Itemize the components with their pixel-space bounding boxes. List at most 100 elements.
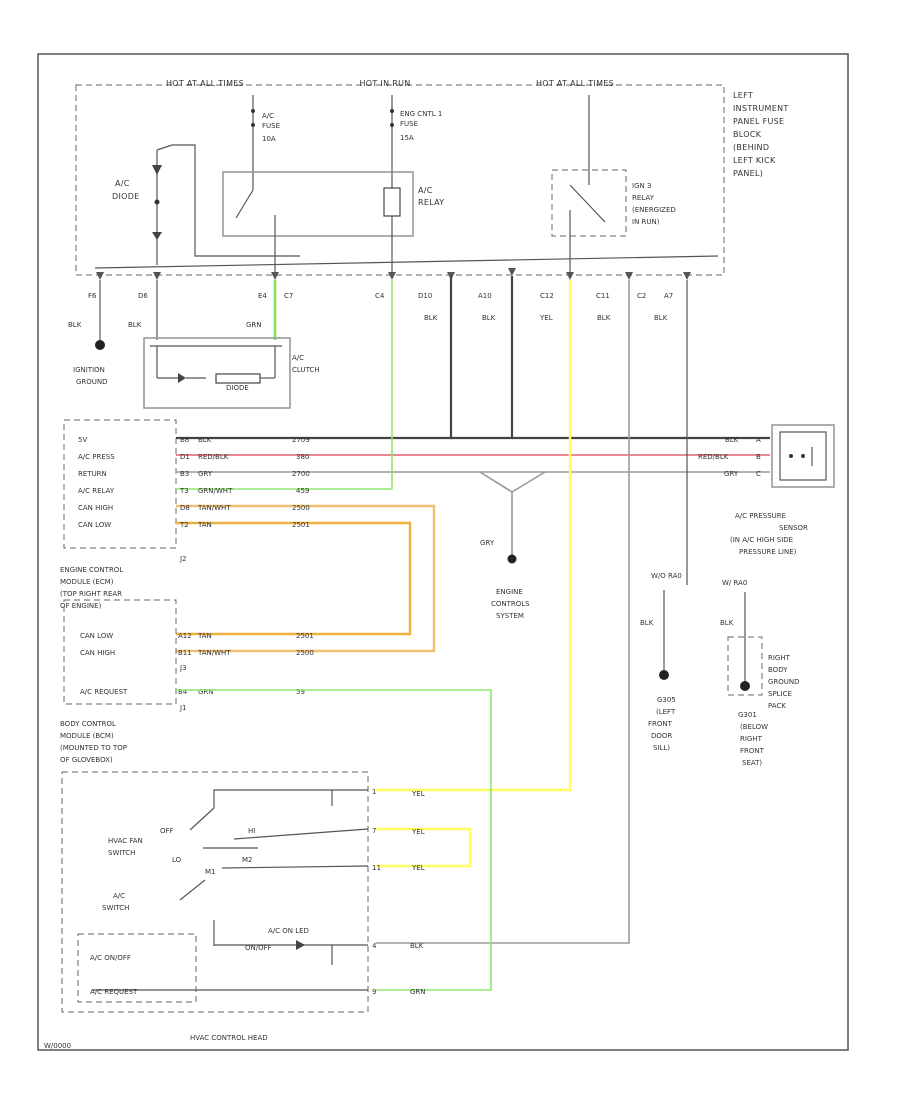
svg-text:C: C — [756, 470, 761, 478]
svg-text:RELAY: RELAY — [418, 198, 445, 207]
svg-text:SPLICE: SPLICE — [768, 690, 792, 698]
svg-text:A/C: A/C — [113, 892, 125, 900]
svg-text:(BELOW: (BELOW — [740, 723, 768, 731]
svg-text:INSTRUMENT: INSTRUMENT — [733, 104, 789, 113]
svg-text:BLK: BLK — [720, 619, 734, 627]
svg-text:ON/OFF: ON/OFF — [245, 944, 272, 952]
fan-yel-loop — [376, 827, 472, 868]
svg-text:RIGHT: RIGHT — [740, 735, 763, 743]
svg-text:BODY: BODY — [768, 666, 788, 674]
control-head-outline — [61, 771, 369, 1013]
svg-text:F6: F6 — [88, 292, 97, 300]
svg-text:SEAT): SEAT) — [742, 759, 762, 767]
svg-text:CAN LOW: CAN LOW — [80, 632, 113, 640]
ignition-ground: IGNITION GROUND — [73, 280, 108, 386]
svg-text:5V: 5V — [78, 436, 87, 444]
svg-text:M1: M1 — [205, 868, 216, 876]
svg-text:7: 7 — [372, 827, 376, 835]
ecm: 5V A/C PRESS RETURN A/C RELAY CAN HIGH C… — [60, 419, 187, 610]
svg-text:GRY: GRY — [724, 470, 739, 478]
svg-text:10A: 10A — [262, 135, 276, 143]
svg-text:OF ENGINE): OF ENGINE) — [60, 602, 102, 610]
svg-text:9: 9 — [372, 988, 376, 996]
svg-text:2501: 2501 — [292, 521, 310, 529]
svg-text:A7: A7 — [664, 292, 673, 300]
ground-g301: W/ RA0 BLK RIGHT BODY GROUND SPLICE PACK… — [720, 579, 800, 767]
svg-text:C2: C2 — [637, 292, 646, 300]
svg-text:A12: A12 — [178, 632, 192, 640]
svg-text:BLK: BLK — [725, 436, 739, 444]
svg-text:RED/BLK: RED/BLK — [698, 453, 729, 461]
svg-text:D10: D10 — [418, 292, 432, 300]
svg-text:T3: T3 — [179, 487, 189, 495]
svg-text:SILL): SILL) — [653, 744, 670, 752]
ecm-wires — [176, 276, 770, 944]
svg-text:BLK: BLK — [128, 321, 142, 329]
svg-text:LO: LO — [172, 856, 182, 864]
svg-text:A/C REQUEST: A/C REQUEST — [90, 988, 138, 996]
svg-text:(MOUNTED TO TOP: (MOUNTED TO TOP — [60, 744, 127, 752]
svg-text:BODY CONTROL: BODY CONTROL — [60, 720, 116, 728]
svg-text:SWITCH: SWITCH — [108, 849, 135, 857]
svg-text:A: A — [756, 436, 761, 444]
svg-text:IGN 3: IGN 3 — [632, 182, 651, 190]
engine-controls-splice: GRY ENGINE CONTROLS SYSTEM — [480, 539, 530, 620]
svg-text:(LEFT: (LEFT — [656, 708, 676, 716]
bcm-pin-labels: A12 TAN 2501 B11 TAN/WHT 2500 B4 GRN 59 — [178, 632, 314, 696]
svg-text:SWITCH: SWITCH — [102, 904, 129, 912]
fuse-bus — [94, 255, 719, 269]
svg-text:E4: E4 — [258, 292, 267, 300]
svg-text:BLK: BLK — [410, 942, 424, 950]
svg-text:RETURN: RETURN — [78, 470, 107, 478]
svg-text:A/C PRESS: A/C PRESS — [78, 453, 115, 461]
svg-text:CAN LOW: CAN LOW — [78, 521, 111, 529]
svg-text:RIGHT: RIGHT — [768, 654, 791, 662]
ac-pressure-sensor: BLK A RED/BLK B GRY C A/C PRESSURE SENSO… — [698, 424, 835, 556]
svg-text:MODULE (BCM): MODULE (BCM) — [60, 732, 114, 740]
svg-text:DOOR: DOOR — [651, 732, 672, 740]
svg-text:380: 380 — [296, 453, 309, 461]
svg-text:GROUND: GROUND — [76, 378, 108, 386]
svg-text:GROUND: GROUND — [768, 678, 800, 686]
svg-text:IN RUN): IN RUN) — [632, 218, 660, 226]
svg-text:W/ RA0: W/ RA0 — [722, 579, 747, 587]
ground-g305: W/O RA0 BLK G305 (LEFT FRONT DOOR SILL) — [640, 572, 682, 752]
svg-text:2709: 2709 — [292, 436, 310, 444]
svg-text:CAN HIGH: CAN HIGH — [80, 649, 115, 657]
svg-text:W/O RA0: W/O RA0 — [651, 572, 682, 580]
svg-text:CLUTCH: CLUTCH — [292, 366, 320, 374]
svg-text:GRN: GRN — [246, 321, 262, 329]
svg-text:YEL: YEL — [411, 864, 425, 872]
svg-text:SENSOR: SENSOR — [779, 524, 808, 532]
svg-text:GRY: GRY — [480, 539, 495, 547]
svg-text:FUSE: FUSE — [262, 122, 280, 130]
svg-text:A/C ON LED: A/C ON LED — [268, 927, 309, 935]
svg-text:M2: M2 — [242, 856, 253, 864]
feed-label-1: HOT AT ALL TIMES — [166, 79, 244, 88]
svg-text:BLK: BLK — [640, 619, 654, 627]
control-head-inner — [77, 933, 197, 1003]
svg-text:YEL: YEL — [411, 790, 425, 798]
feed-label-3: HOT AT ALL TIMES — [536, 79, 614, 88]
fuse-block-outline — [75, 84, 725, 276]
control-head-pins: 1 YEL 7 YEL 11 YEL 4 BLK 9 GRN — [372, 788, 426, 996]
svg-text:G301: G301 — [738, 711, 757, 719]
ecm-pin-labels: B8 BLK 2709 D1 RED/BLK 380 B3 GRY 2700 T… — [179, 436, 310, 529]
ecm-outline — [63, 419, 177, 549]
svg-text:D1: D1 — [180, 453, 190, 461]
svg-text:FUSE: FUSE — [400, 120, 418, 128]
svg-text:A/C PRESSURE: A/C PRESSURE — [735, 512, 786, 520]
svg-text:ENGINE CONTROL: ENGINE CONTROL — [60, 566, 123, 574]
svg-text:LEFT: LEFT — [733, 91, 753, 100]
svg-text:59: 59 — [296, 688, 305, 696]
svg-text:11: 11 — [372, 864, 381, 872]
svg-text:OFF: OFF — [160, 827, 174, 835]
svg-text:BLOCK: BLOCK — [733, 130, 762, 139]
svg-text:C4: C4 — [375, 292, 385, 300]
svg-text:HI: HI — [248, 827, 255, 835]
svg-text:PANEL FUSE: PANEL FUSE — [733, 117, 784, 126]
svg-text:4: 4 — [372, 942, 377, 950]
feed-label-2: HOT IN RUN — [359, 79, 410, 88]
svg-text:CONTROLS: CONTROLS — [491, 600, 530, 608]
